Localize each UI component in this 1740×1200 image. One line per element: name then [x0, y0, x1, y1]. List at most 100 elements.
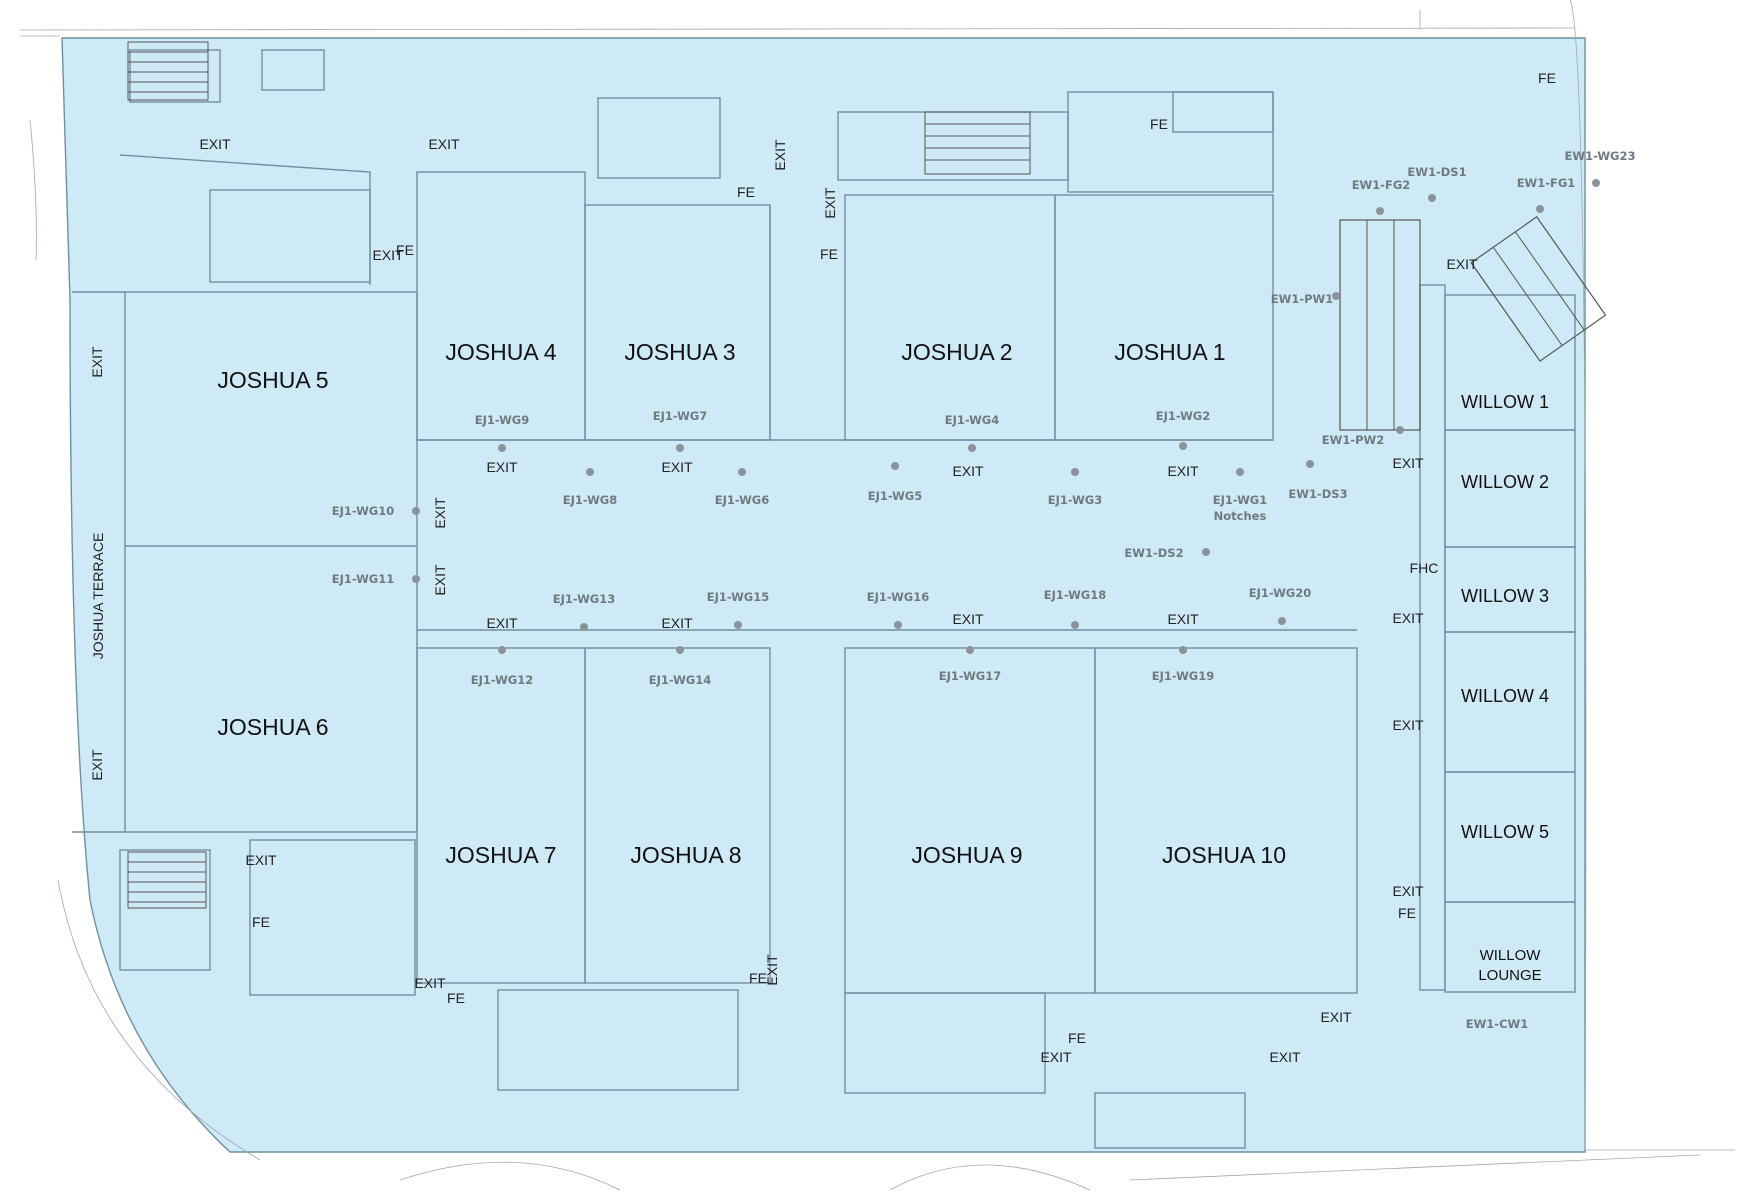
point-label-EW1-WG23: EW1-WG23 — [1565, 149, 1636, 163]
exit-label: EXIT — [952, 463, 984, 479]
fe-label: FE — [396, 242, 414, 258]
point-label-EJ1-WG2: EJ1-WG2 — [1156, 409, 1211, 423]
room-label-joshua-1: JOSHUA 1 — [1114, 339, 1225, 365]
willow-lounge-label-line1: WILLOW — [1480, 947, 1542, 964]
point-label-EW1-DS1: EW1-DS1 — [1407, 165, 1466, 179]
exit-label: EXIT — [432, 564, 448, 596]
fe-label: FE — [737, 184, 755, 200]
exit-label: EXIT — [764, 954, 780, 986]
point-dot-EJ1-WG8 — [586, 468, 594, 476]
exit-label: EXIT — [1392, 883, 1424, 899]
point-label-EW1-PW2: EW1-PW2 — [1322, 433, 1384, 447]
point-dot-EJ1-WG6 — [738, 468, 746, 476]
point-label-EJ1-WG10: EJ1-WG10 — [332, 504, 395, 518]
point-dot-EW1-PW2 — [1396, 426, 1404, 434]
floor-area — [61, 37, 1586, 1153]
stairs-northwest — [127, 41, 209, 101]
point-label-EW1-DS3: EW1-DS3 — [1288, 487, 1347, 501]
exit-label: EXIT — [245, 852, 277, 868]
point-dot-EJ1-WG10 — [412, 507, 420, 515]
point-label-EJ1-WG18: EJ1-WG18 — [1044, 588, 1107, 602]
exit-label: EXIT — [1040, 1049, 1072, 1065]
exit-label: EXIT — [1392, 610, 1424, 626]
exit-label: EXIT — [1167, 463, 1199, 479]
point-dot-EJ1-WG2 — [1179, 442, 1187, 450]
room-label-joshua-6: JOSHUA 6 — [217, 714, 328, 740]
exit-label: EXIT — [428, 136, 460, 152]
room-label-joshua-5: JOSHUA 5 — [217, 367, 328, 393]
point-dot-EW1-DS1 — [1428, 194, 1436, 202]
room-label-joshua-4: JOSHUA 4 — [445, 339, 556, 365]
point-label-EJ1-WG5: EJ1-WG5 — [868, 489, 923, 503]
point-label-EJ1-WG8: EJ1-WG8 — [563, 493, 618, 507]
exit-label: EXIT — [89, 346, 105, 378]
point-dot-EJ1-WG7 — [676, 444, 684, 452]
point-dot-EJ1-WG16 — [894, 621, 902, 629]
fe-label: FE — [1150, 116, 1168, 132]
point-dot-EJ1-WG4 — [968, 444, 976, 452]
west-wing-walls — [72, 49, 418, 996]
point-dot-EW1-DS3 — [1306, 460, 1314, 468]
exit-label: EXIT — [199, 136, 231, 152]
point-dot-EJ1-WG12 — [498, 646, 506, 654]
fe-label: FE — [1068, 1030, 1086, 1046]
fire-extinguisher-labels: FE FE FE FE FE FE FE FE FE FE — [252, 70, 1556, 1046]
point-label-EW1-FG2: EW1-FG2 — [1352, 178, 1411, 192]
point-label-EJ1-WG1: EJ1-WG1 — [1213, 493, 1268, 507]
point-label-EJ1-WG3: EJ1-WG3 — [1048, 493, 1103, 507]
point-dot-EJ1-WG20 — [1278, 617, 1286, 625]
fe-label: FE — [1398, 905, 1416, 921]
point-dot-EW1-WG23 — [1592, 179, 1600, 187]
room-label-willow-4: WILLOW 4 — [1461, 686, 1549, 706]
point-dot-EJ1-WG14 — [676, 646, 684, 654]
point-label-EJ1-WG14: EJ1-WG14 — [649, 673, 712, 687]
stairs-north-center — [924, 111, 1031, 175]
room-label-willow-2: WILLOW 2 — [1461, 472, 1549, 492]
site-context-lines — [19, 0, 1735, 1191]
point-label-EJ1-WG19: EJ1-WG19 — [1152, 669, 1215, 683]
point-dot-EJ1-WG19 — [1179, 646, 1187, 654]
room-label-joshua-7: JOSHUA 7 — [445, 842, 556, 868]
exit-label: EXIT — [1167, 611, 1199, 627]
point-dot-EJ1-WG5 — [891, 462, 899, 470]
point-label-EJ1-WG13: EJ1-WG13 — [553, 592, 616, 606]
point-dot-EJ1-WG9 — [498, 444, 506, 452]
point-label-EJ1-WG4: EJ1-WG4 — [945, 413, 1000, 427]
willow-lounge-label-line2: LOUNGE — [1478, 967, 1541, 984]
point-label-EW1-CW1: EW1-CW1 — [1466, 1017, 1528, 1031]
point-dot-EW1-FG2 — [1376, 207, 1384, 215]
room-label-joshua-8: JOSHUA 8 — [630, 842, 741, 868]
room-label-willow-5: WILLOW 5 — [1461, 822, 1549, 842]
point-dot-EW1-PW1 — [1332, 292, 1340, 300]
point-label-EJ1-WG7: EJ1-WG7 — [653, 409, 708, 423]
escalators-angled — [1470, 216, 1607, 362]
wiring-points: EJ1-WG9 EJ1-WG7 EJ1-WG4 EJ1-WG2 EJ1-WG8 … — [332, 149, 1636, 1031]
room-label-willow-3: WILLOW 3 — [1461, 586, 1549, 606]
fe-label: FE — [447, 990, 465, 1006]
point-dot-EJ1-WG15 — [734, 621, 742, 629]
point-label-EW1-PW1: EW1-PW1 — [1271, 292, 1333, 306]
point-dot-EW1-DS2 — [1202, 548, 1210, 556]
terrace-label: JOSHUA TERRACE — [90, 533, 106, 660]
point-label-EJ1-WG20: EJ1-WG20 — [1249, 586, 1312, 600]
point-dot-EJ1-WG3 — [1071, 468, 1079, 476]
exit-label: EXIT — [822, 187, 838, 219]
point-label-EW1-DS2: EW1-DS2 — [1124, 546, 1183, 560]
exit-label: EXIT — [414, 975, 446, 991]
point-dot-EJ1-WG1 — [1236, 468, 1244, 476]
exit-label: EXIT — [1392, 455, 1424, 471]
exit-label: EXIT — [432, 497, 448, 529]
willow-wing-walls — [1419, 284, 1576, 993]
point-label-EJ1-WG9: EJ1-WG9 — [475, 413, 530, 427]
escalators — [1339, 219, 1421, 431]
exit-label: EXIT — [1320, 1009, 1352, 1025]
point-label-EJ1-WG11: EJ1-WG11 — [332, 572, 395, 586]
exit-label: EXIT — [772, 139, 788, 171]
point-dot-EJ1-WG18 — [1071, 621, 1079, 629]
exit-label: EXIT — [1446, 256, 1478, 272]
point-label-EW1-FG1: EW1-FG1 — [1517, 176, 1576, 190]
point-dot-EJ1-WG17 — [966, 646, 974, 654]
exit-label: EXIT — [661, 459, 693, 475]
fe-label: FE — [1538, 70, 1556, 86]
